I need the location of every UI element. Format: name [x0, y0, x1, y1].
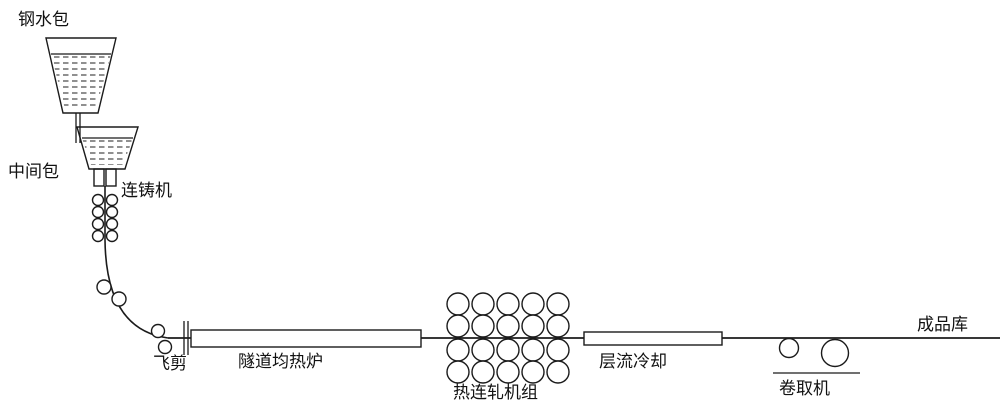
- warehouse-label: 成品库: [917, 315, 968, 335]
- caster-rolls: [91, 193, 119, 243]
- coiler-shape: [773, 337, 860, 374]
- ladle-label: 钢水包: [18, 10, 69, 30]
- laminar-cooling-label: 层流冷却: [599, 352, 667, 372]
- tunnel-furnace-label: 隧道均热炉: [238, 352, 323, 372]
- rolling-mill-stands: [446, 292, 570, 384]
- caster-label: 连铸机: [121, 181, 172, 201]
- tundish-label: 中间包: [8, 162, 59, 182]
- caster-mold: [93, 168, 117, 187]
- tundish-shape: [76, 126, 139, 170]
- flying-shear-label: 飞剪: [153, 354, 187, 374]
- rolling-mill-label: 热连轧机组: [453, 383, 538, 403]
- coiler-label: 卷取机: [779, 379, 830, 399]
- laminar-cooling-shape: [583, 331, 723, 346]
- flying-shear: [150, 321, 189, 355]
- bend-pinch-rolls: [96, 279, 127, 307]
- tunnel-furnace-shape: [190, 329, 422, 348]
- steel-ladle-shape: [45, 37, 117, 114]
